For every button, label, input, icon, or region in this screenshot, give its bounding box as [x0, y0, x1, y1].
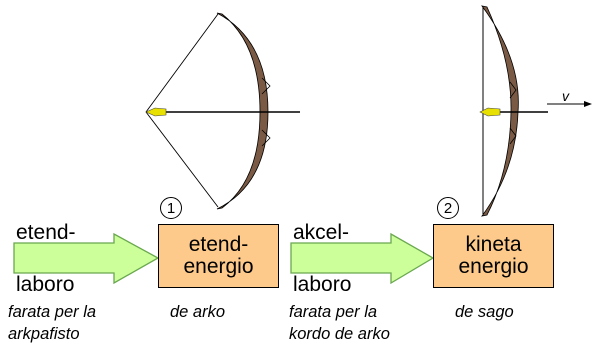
work-arrow-2 [290, 232, 435, 285]
step-badge-1: 1 [160, 197, 182, 219]
caption-string-line1: farata per la [289, 303, 378, 321]
arrow2-top-label: akcel- [293, 221, 350, 244]
box1-line1: etend- [188, 232, 249, 256]
arrow2-bottom-label: laboro [293, 273, 352, 296]
box2-line2: energio [458, 255, 529, 278]
step-badge-2: 2 [437, 197, 459, 219]
caption-archer-line2: arkpafisto [8, 325, 80, 343]
box2-line1: kineta [465, 232, 522, 256]
drawn-bow-icon [145, 12, 300, 210]
work-arrow-1 [13, 232, 160, 285]
released-bow-icon [479, 5, 548, 217]
velocity-label: v [562, 88, 569, 104]
caption-archer-line1: farata per la [8, 303, 97, 321]
box1-line2: energio [183, 255, 254, 278]
velocity-arrow-icon [547, 101, 592, 107]
elastic-energy-box: etend- energio [158, 224, 279, 288]
caption-of-arrow: de sago [455, 303, 514, 321]
arrow1-bottom-label: laboro [16, 273, 75, 296]
caption-string-line2: kordo de arko [289, 325, 390, 343]
caption-of-bow: de arko [170, 303, 226, 321]
kinetic-energy-box: kineta energio [433, 224, 554, 288]
arrow1-top-label: etend- [16, 221, 76, 244]
